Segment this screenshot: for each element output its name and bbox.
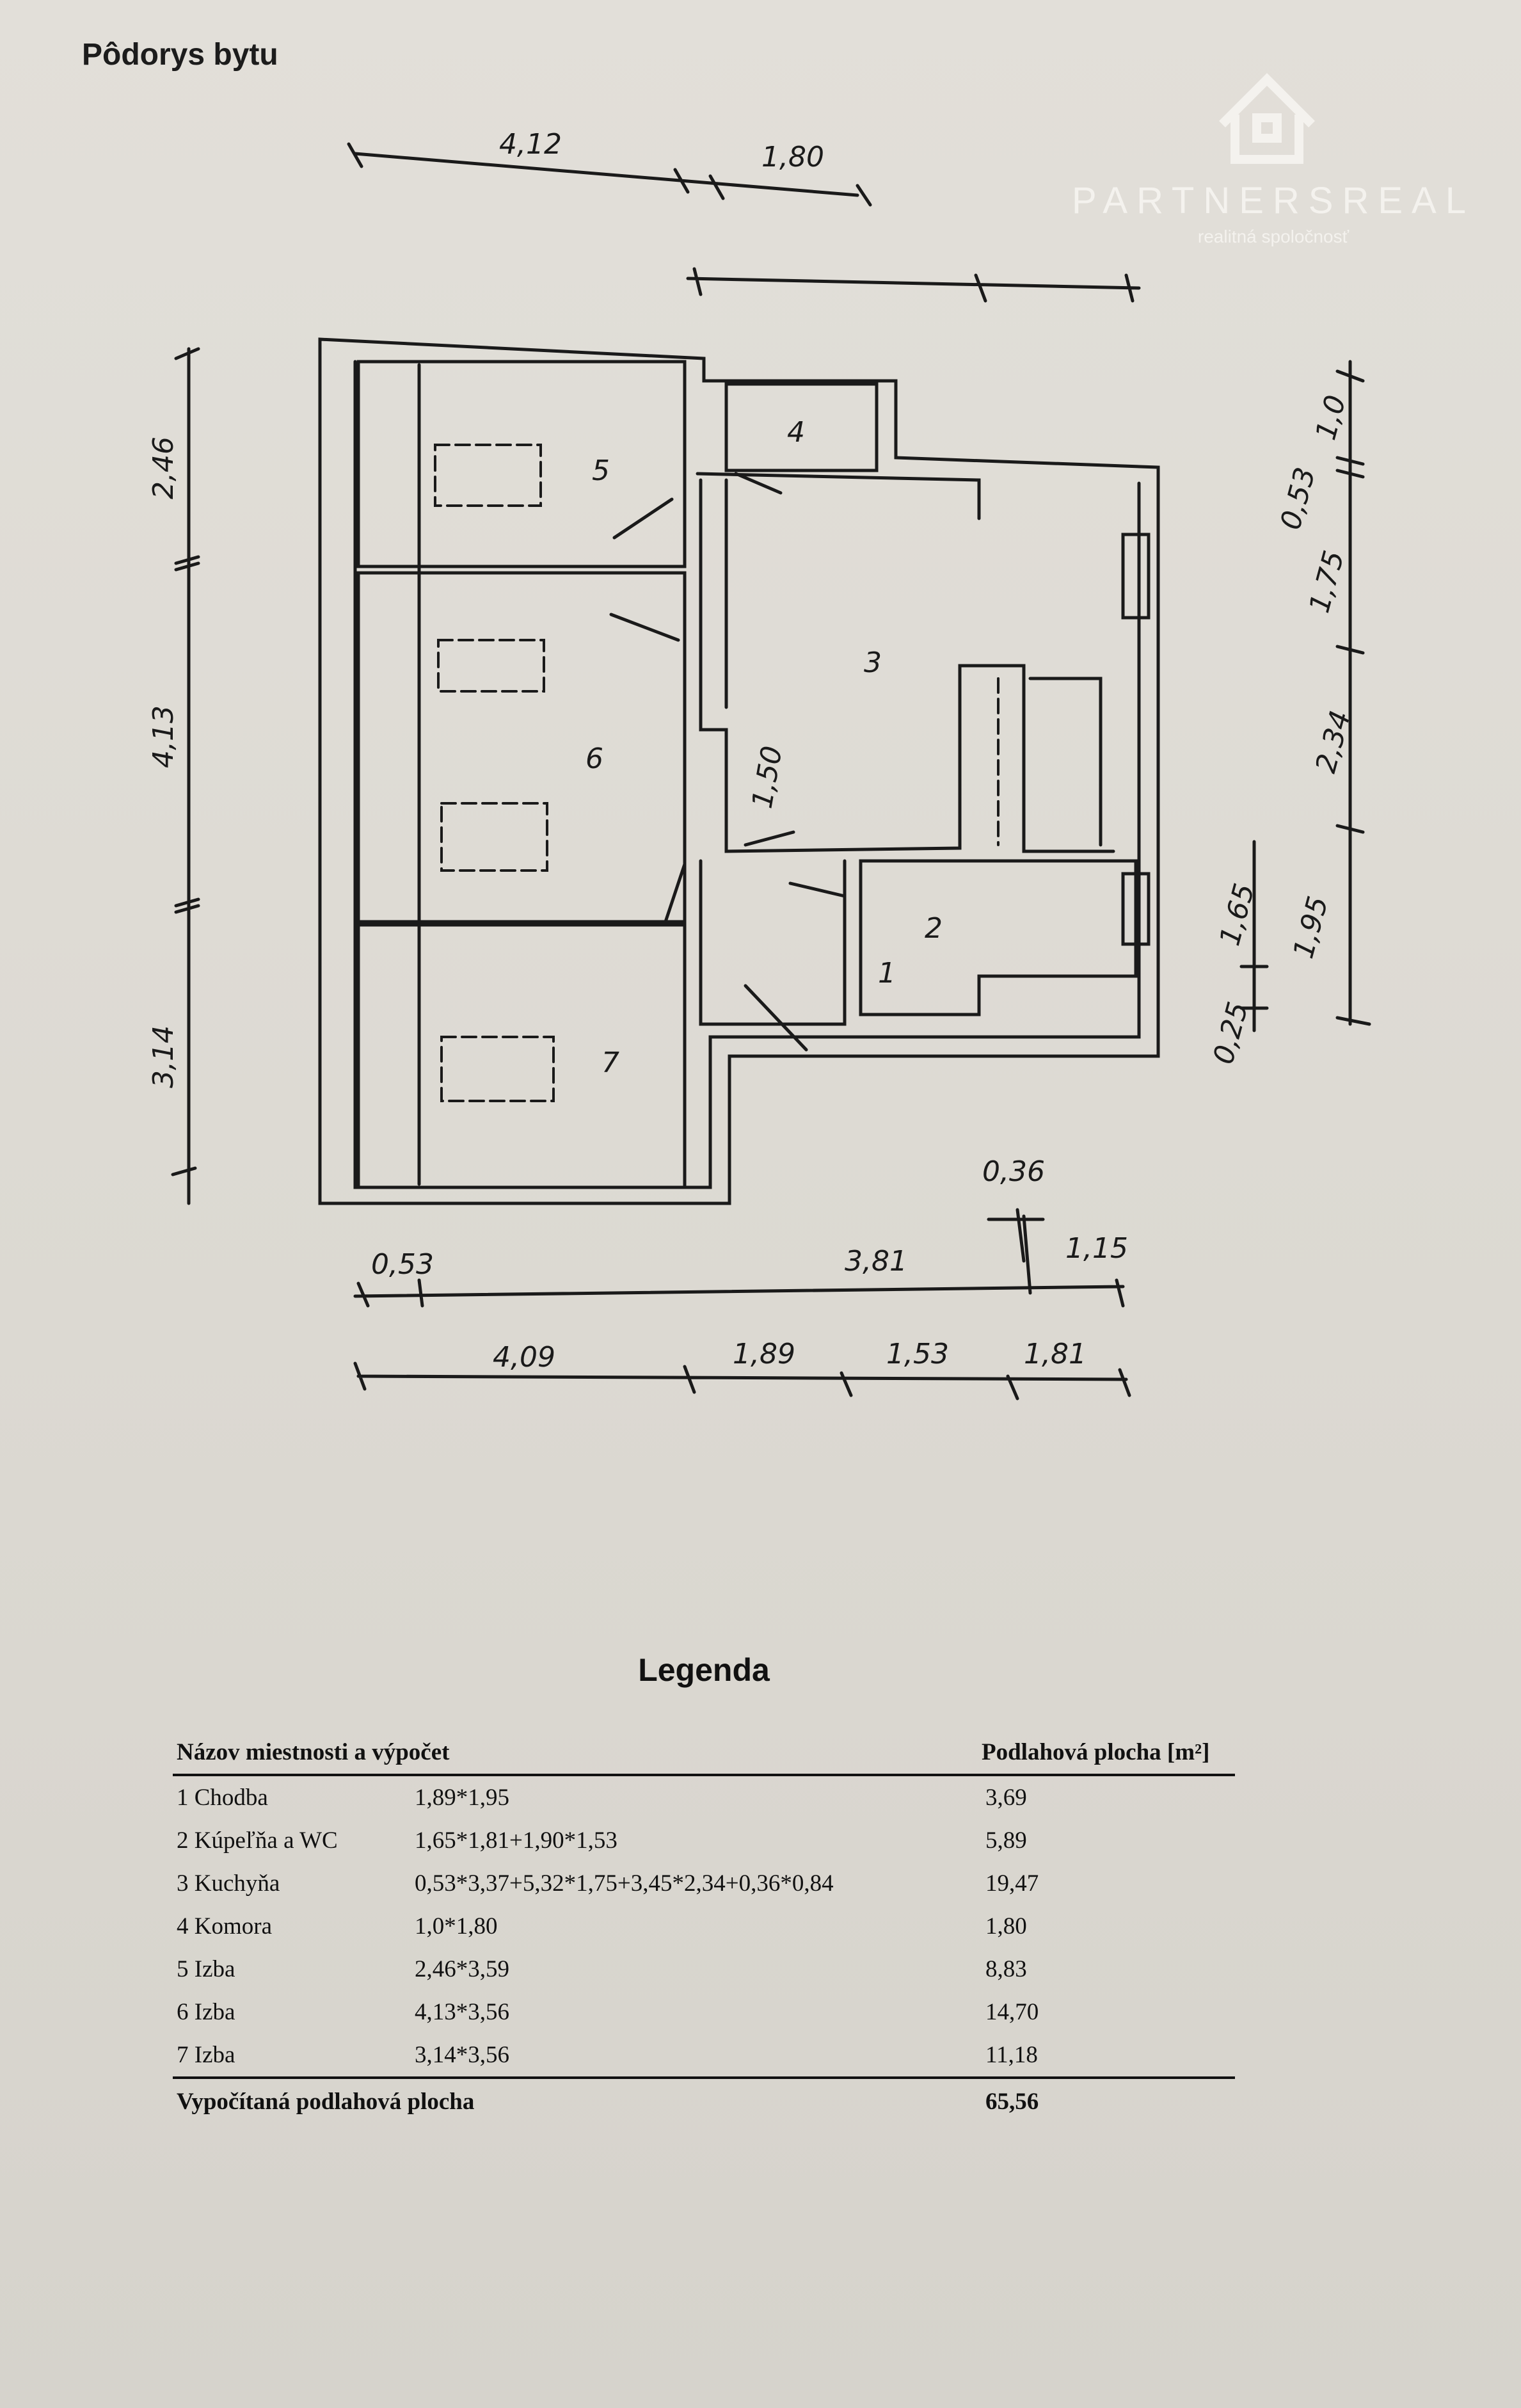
floor-plan: 1 2 3 4 5 6 7 4,12 1,80 2,46 4,13 3,14 1… [147,128,1371,1401]
dim-bottom-e: 4,09 [493,1341,555,1374]
table-row: 6 Izba 4,13*3,56 14,70 [173,1991,1235,2034]
dim-bottom-c: 0,36 [982,1155,1045,1188]
company-logo: PARTNERSREAL realitná spoločnosť [1049,54,1497,252]
house-logo-icon [1219,73,1315,164]
room-name: 2 Kúpeľňa a WC [177,1827,338,1854]
room-area: 14,70 [985,1999,1039,2025]
room-calc: 4,13*3,56 [415,1999,509,2025]
dim-top-a: 4,12 [499,128,562,161]
room-6-label: 6 [585,742,603,775]
room-7-outline [356,923,687,1189]
dim-top-b: 1,80 [761,141,824,173]
room-calc: 0,53*3,37+5,32*1,75+3,45*2,34+0,36*0,84 [415,1870,834,1897]
room-calc: 1,0*1,80 [415,1913,498,1939]
dim-bottom-a: 0,53 [371,1248,434,1281]
table-row: 4 Komora 1,0*1,80 1,80 [173,1905,1235,1948]
total-area: 65,56 [982,2076,1235,2123]
dim-bottom-h: 1,81 [1024,1338,1087,1370]
legend-header-row: Názov miestnosti a výpočet Podlahová plo… [173,1735,1235,1776]
total-row: Vypočítaná podlahová plocha 65,56 [173,2076,1235,2123]
dim-bottom-b: 3,81 [845,1245,907,1278]
room-calc: 1,89*1,95 [415,1785,509,1811]
room-7-label: 7 [601,1047,619,1079]
dim-right-g: 0,25 [1207,999,1255,1068]
room-name: 4 Komora [177,1913,272,1939]
room-4-label: 4 [787,416,805,449]
room-area: 5,89 [985,1827,1027,1854]
room-4-outline [724,382,879,472]
room-1-outline [699,859,847,1026]
legend-col-area: Podlahová plocha [m²] [982,1735,1235,1776]
room-area: 1,80 [985,1913,1027,1939]
dim-left-c: 3,14 [147,1025,180,1088]
room-2-outline [859,859,1138,1016]
dim-bottom-d: 1,15 [1065,1232,1128,1265]
dim-right-b: 0,53 [1274,464,1322,533]
room-name: 5 Izba [177,1956,235,1982]
legend-table: Názov miestnosti a výpočet Podlahová plo… [173,1735,1235,2123]
room-3-label: 3 [864,646,882,679]
room-calc: 1,65*1,81+1,90*1,53 [415,1827,617,1854]
dim-left-b: 4,13 [147,705,180,768]
room-6-outline [356,571,687,924]
dim-right-c: 1,75 [1303,547,1351,616]
outer-wall [318,337,1160,1205]
dim-bottom-f: 1,89 [733,1338,795,1370]
room-name: 7 Izba [177,2042,235,2068]
table-row: 7 Izba 3,14*3,56 11,18 [173,2034,1235,2078]
table-row: 2 Kúpeľňa a WC 1,65*1,81+1,90*1,53 5,89 [173,1819,1235,1862]
room-name: 1 Chodba [177,1785,268,1811]
room-5-label: 5 [592,454,610,487]
room-area: 19,47 [985,1870,1039,1897]
table-row: 5 Izba 2,46*3,59 8,83 [173,1948,1235,1991]
total-label: Vypočítaná podlahová plocha [173,2076,982,2123]
logo-tagline: realitná spoločnosť [1197,227,1350,246]
dim-inner: 1,50 [746,744,789,811]
inner-wall-line [353,360,1141,1189]
legend-title: Legenda [638,1652,770,1688]
room-5-outline [356,360,687,568]
page-title: Pôdorys bytu [82,38,278,72]
dim-left-a: 2,46 [147,437,180,499]
room-area: 11,18 [985,2042,1038,2068]
dim-right-f: 1,95 [1287,893,1335,962]
dim-right-a: 1,0 [1309,392,1352,444]
legend-col-name: Názov miestnosti a výpočet [173,1735,982,1776]
room-area: 8,83 [985,1956,1027,1982]
room-name: 6 Izba [177,1999,235,2025]
dim-bottom-g: 1,53 [886,1338,949,1370]
room-1-label: 1 [878,957,896,990]
room-area: 3,69 [985,1785,1027,1811]
table-row: 1 Chodba 1,89*1,95 3,69 [173,1775,1235,1819]
table-row: 3 Kuchyňa 0,53*3,37+5,32*1,75+3,45*2,34+… [173,1862,1235,1905]
room-calc: 3,14*3,56 [415,2042,509,2068]
room-calc: 2,46*3,59 [415,1956,509,1982]
room-2-label: 2 [925,912,943,945]
room-name: 3 Kuchyňa [177,1870,280,1897]
logo-name: PARTNERSREAL [1072,180,1475,221]
